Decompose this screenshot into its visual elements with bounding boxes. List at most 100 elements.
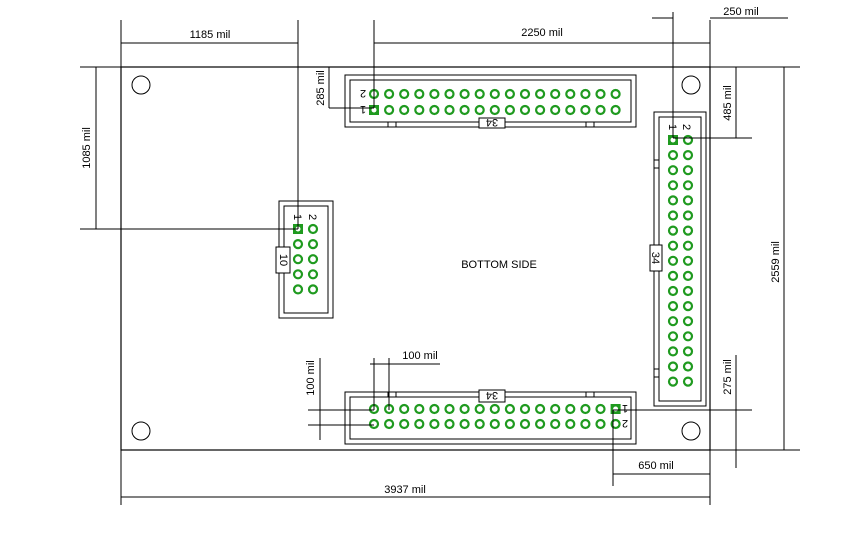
- pin: [682, 361, 694, 372]
- pin: [459, 403, 470, 415]
- pin: [595, 104, 606, 116]
- pin: [292, 254, 304, 265]
- pin: [550, 403, 561, 415]
- pin: [595, 403, 606, 415]
- pin: [580, 104, 591, 116]
- pin: [682, 195, 694, 206]
- pin: [399, 104, 410, 116]
- dimension-right-top-offset-label: 485 mil: [722, 85, 734, 120]
- pin: [459, 418, 470, 430]
- pin: [565, 418, 576, 430]
- pin: [682, 165, 694, 176]
- dimension-board-width: 3937 mil: [120, 450, 710, 505]
- pin: [565, 403, 576, 415]
- pin: [667, 255, 679, 266]
- pin: [444, 403, 455, 415]
- pin: [682, 150, 694, 161]
- pin: [667, 361, 679, 372]
- connector-left: 10 2 1: [275, 200, 334, 319]
- pin: [667, 150, 679, 161]
- mounting-hole-bottom-right: [681, 421, 701, 441]
- pin: [580, 418, 591, 430]
- connector-bottom-number: 34: [486, 389, 498, 401]
- pin: [550, 88, 561, 100]
- pin: [519, 418, 531, 430]
- pin: [459, 104, 470, 116]
- pin-rows-right: [667, 134, 694, 387]
- pin: [565, 104, 576, 116]
- connector-right-number: 34: [649, 252, 661, 264]
- pin: [489, 104, 500, 116]
- pin: [489, 88, 500, 100]
- pin: [610, 418, 621, 430]
- pin: [504, 403, 515, 415]
- pin: [414, 403, 425, 415]
- dimension-right-offset-label: 250 mil: [723, 6, 758, 18]
- board-outline: [120, 66, 711, 451]
- pin: [292, 269, 304, 280]
- pin: [307, 269, 319, 280]
- pin: [519, 403, 531, 415]
- pin: [292, 284, 304, 295]
- pin: [595, 88, 606, 100]
- pin: [519, 104, 531, 116]
- pin: [610, 104, 621, 116]
- pin: [368, 418, 380, 430]
- pin: [667, 180, 679, 191]
- connector-top-pin-a-label: 2: [360, 87, 366, 99]
- connector-bottom-pin-a-label: 1: [622, 402, 628, 414]
- dimension-left-vertical-label: 1085 mil: [81, 127, 93, 169]
- dimension-left-offset-label: 1185 mil: [190, 29, 231, 41]
- pin: [307, 284, 319, 295]
- pin: [682, 331, 694, 342]
- connector-right-pin-a-label: 2: [680, 124, 692, 130]
- pin: [580, 88, 591, 100]
- pin: [384, 88, 395, 100]
- pin: [519, 88, 531, 100]
- dimension-right-bottom-offset-label: 275 mil: [722, 359, 734, 394]
- pin: [504, 104, 515, 116]
- pin: [595, 418, 606, 430]
- pin: [414, 104, 425, 116]
- connector-bottom: 34 1 2: [344, 389, 637, 445]
- pin: [489, 418, 500, 430]
- pin: [682, 255, 694, 266]
- dimension-left-vertical: 1085 mil: [80, 66, 298, 230]
- pin: [414, 418, 425, 430]
- pin: [414, 88, 425, 100]
- pin: [429, 88, 440, 100]
- side-label: BOTTOM SIDE: [461, 259, 537, 271]
- connector-left-pin-a-label: 2: [306, 214, 318, 220]
- pin: [399, 418, 410, 430]
- pin: [667, 240, 679, 251]
- pin: [474, 88, 485, 100]
- dimension-left-offset: 1185 mil: [120, 20, 299, 229]
- connector-top-number: 34: [486, 116, 498, 128]
- pin-rows-left: [292, 223, 319, 295]
- pin-1-square-hole: [670, 137, 676, 143]
- pin-rows-top: [368, 88, 621, 116]
- pin: [550, 104, 561, 116]
- pin: [565, 88, 576, 100]
- dimension-top-offset: 285 mil: [315, 67, 374, 109]
- pin: [667, 376, 679, 387]
- connector-top: 34 2 1: [344, 74, 637, 129]
- pin: [682, 210, 694, 221]
- pin: [534, 88, 546, 100]
- pin: [444, 418, 455, 430]
- connector-bottom-pin-b-label: 2: [622, 417, 628, 429]
- mounting-hole-top-left: [131, 75, 151, 95]
- dimension-board-height-label: 2559 mil: [770, 241, 782, 283]
- pin: [682, 134, 694, 146]
- pin: [444, 104, 455, 116]
- mounting-hole-top-right: [681, 75, 701, 95]
- dimension-board-width-label: 3937 mil: [384, 484, 426, 496]
- dimension-pin-pitch-v: 100 mil: [305, 358, 374, 440]
- pin: [667, 316, 679, 327]
- pin: [474, 104, 485, 116]
- dimension-top-connector-width-label: 2250 mil: [521, 27, 563, 39]
- pin: [667, 210, 679, 221]
- pin: [667, 346, 679, 357]
- pin: [474, 403, 485, 415]
- pin: [580, 403, 591, 415]
